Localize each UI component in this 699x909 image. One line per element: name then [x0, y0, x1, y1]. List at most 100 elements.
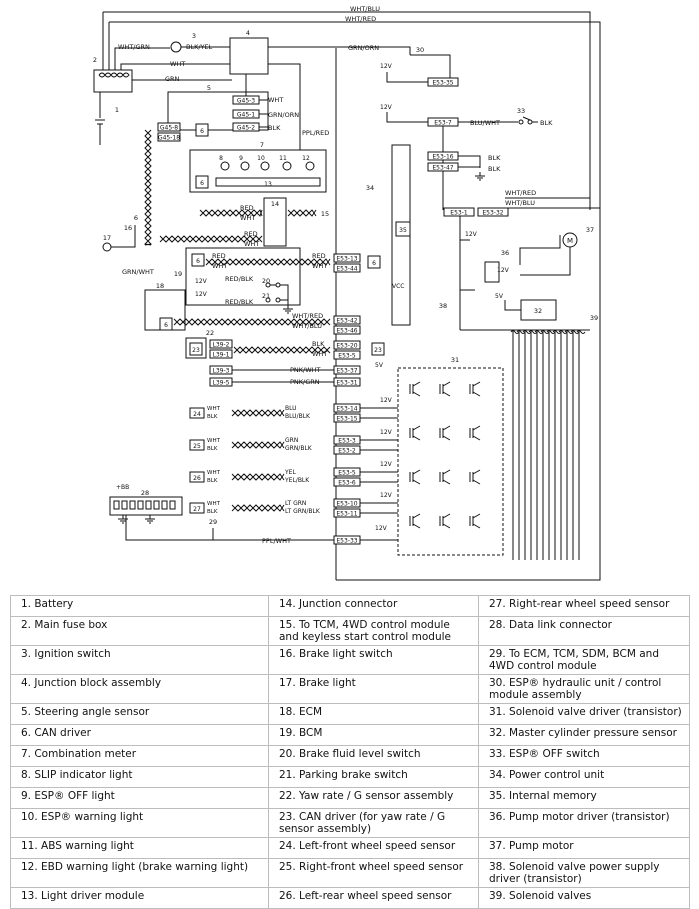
diagram-label: 12V	[195, 291, 208, 298]
connector-label: E53-44	[336, 266, 357, 273]
diagram-label: BLK	[207, 446, 218, 452]
master-cylinder-pressure-sensor	[520, 299, 557, 321]
twisted-pair-wire	[159, 235, 263, 243]
wire	[283, 305, 293, 314]
steering-angle-sensor	[167, 91, 269, 131]
connector-label: E53-2	[338, 448, 356, 455]
junction-block-assembly	[229, 37, 269, 75]
indicator-light	[282, 161, 292, 171]
wire	[522, 116, 531, 121]
solenoid-coil	[540, 330, 550, 334]
switch-contact	[265, 282, 271, 288]
wire	[360, 502, 398, 514]
diagram-label: WHT	[170, 60, 185, 68]
wire	[410, 54, 451, 83]
diagram-label: WHT/BLU	[292, 322, 322, 330]
diagram-label: 12V	[380, 461, 393, 468]
connector-label: L39-2	[213, 342, 230, 349]
diagram-label: GRN/WHT	[122, 268, 154, 276]
diagram-label: 12V	[465, 231, 478, 238]
twisted-pair-wire	[287, 209, 317, 217]
diagram-label: +BB	[116, 484, 129, 491]
connector-label: L39-3	[213, 368, 230, 375]
can-driver	[195, 175, 209, 189]
diagram-label: VCC	[392, 283, 404, 290]
wire	[111, 225, 136, 248]
callout-number: 34	[366, 184, 374, 192]
transistor-symbol	[439, 513, 451, 529]
diagram-label: 12V	[380, 429, 393, 436]
internal-memory	[395, 221, 411, 237]
diagram-label: WHT/RED	[505, 189, 536, 197]
diagram-label: RED	[244, 230, 258, 238]
transistor-symbol	[409, 513, 421, 529]
callout-number: 6	[134, 214, 138, 222]
legend-item: 27. Right-rear wheel speed sensor	[478, 595, 690, 617]
wire	[386, 72, 428, 83]
diagram-label: YEL	[284, 469, 296, 476]
twisted-pair-wire	[173, 318, 331, 326]
callout-number: 31	[451, 356, 459, 364]
connector-label: G45-3	[237, 98, 255, 105]
callout-number: 16	[124, 224, 132, 232]
twisted-pair-wire	[231, 441, 285, 449]
legend-item: 39. Solenoid valves	[478, 887, 690, 909]
twisted-pair-wire	[231, 473, 285, 481]
connector-label: G45-18	[158, 135, 180, 142]
connector-box	[209, 365, 233, 375]
legend-item: 24. Left-front wheel speed sensor	[268, 837, 479, 859]
diagram-label: YEL/BLK	[284, 477, 310, 484]
callout-number: 24	[193, 411, 201, 418]
callout-number: 37	[586, 226, 594, 234]
indicator-light	[220, 161, 230, 171]
transistor-symbol	[469, 513, 481, 529]
legend-item: 9. ESP® OFF light	[10, 787, 269, 809]
connector-label: E53-35	[432, 80, 453, 87]
transistor-symbol	[469, 469, 481, 485]
twisted-pair-wire	[231, 504, 285, 512]
solenoid-coil	[570, 330, 580, 334]
connector-box	[333, 263, 361, 273]
legend-item: 28. Data link connector	[478, 616, 690, 646]
connector-label: G45-8	[160, 125, 178, 132]
callout-number: 2	[93, 56, 97, 64]
transistor-symbol	[469, 381, 481, 397]
diagram-label: 5V	[495, 293, 504, 300]
can-driver-yaw	[189, 342, 203, 356]
legend-item: 3. Ignition switch	[10, 645, 269, 675]
wire	[360, 439, 398, 451]
dlc-pin	[113, 500, 120, 510]
connector-box	[333, 403, 361, 413]
connector-label: E53-6	[338, 480, 356, 487]
diagram-label: WHT	[244, 240, 259, 248]
callout-number: 4	[246, 29, 250, 37]
connector-box	[333, 350, 361, 360]
callout-number: 20	[262, 277, 270, 285]
connector-label: E53-7	[434, 120, 452, 127]
callout-number: 11	[279, 155, 287, 162]
wheel-speed-sensor	[189, 439, 205, 451]
callout-number: 23	[192, 347, 200, 354]
legend-item: 30. ESP® hydraulic unit / control module…	[478, 674, 690, 704]
diagram-label: WHT	[268, 96, 283, 104]
connector-label: E53-15	[336, 416, 357, 423]
diagram-label: RED	[240, 204, 254, 212]
dlc-pin	[145, 500, 152, 510]
callout-number: 21	[262, 292, 270, 300]
legend-item: 33. ESP® OFF switch	[478, 745, 690, 767]
diagram-label: WHT	[207, 501, 221, 507]
connector-label: G45-1	[237, 112, 255, 119]
diagram-label: BLK	[207, 509, 218, 515]
callout-number: 22	[206, 329, 214, 337]
callout-number: 18	[156, 282, 164, 290]
connector-box	[232, 109, 260, 119]
connector-box	[333, 467, 361, 477]
twisted-pair-wire	[231, 473, 285, 481]
connector-label: E53-5	[338, 470, 356, 477]
wire	[505, 197, 600, 209]
callout-number: 38	[439, 302, 447, 310]
